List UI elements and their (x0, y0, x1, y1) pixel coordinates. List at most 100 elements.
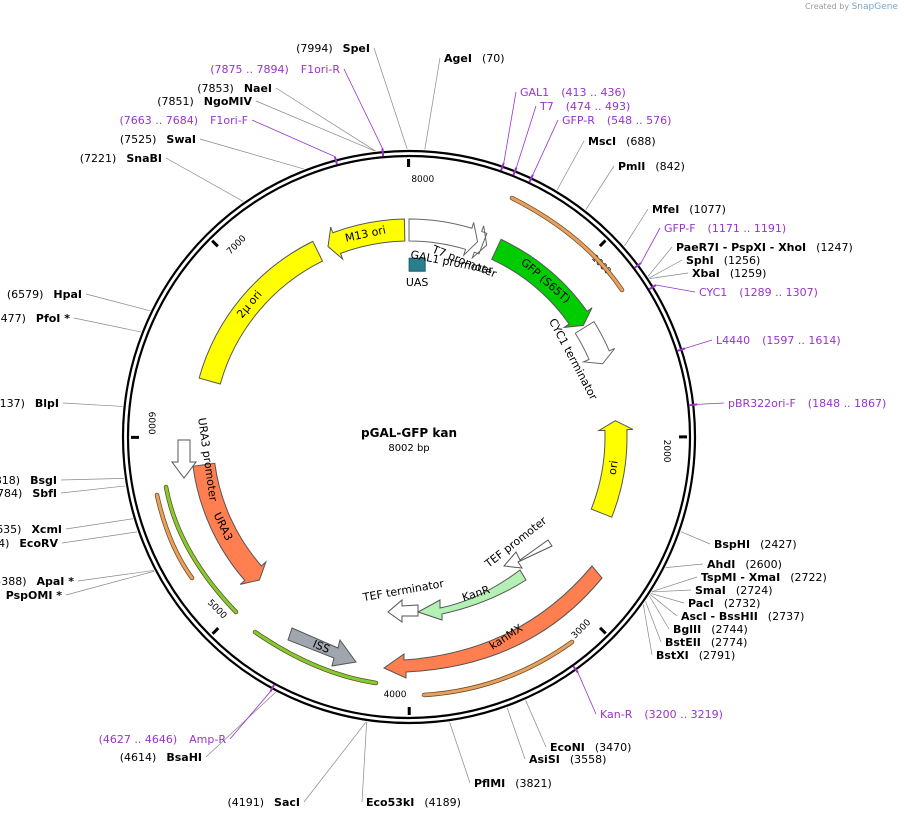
enzyme-position: (7994) (296, 42, 333, 55)
enzyme-site: (6477)PfoI * (0, 312, 70, 325)
enzyme-site: SphI(1256) (686, 254, 760, 267)
uas-label: UAS (406, 276, 429, 289)
primer-site: (7663 .. 7684)F1ori-F (120, 114, 249, 127)
enzyme-leader-line (586, 166, 614, 210)
enzyme-leader-line (425, 58, 440, 149)
primer-range: (7875 .. 7894) (210, 63, 289, 76)
enzyme-position: (5388) (0, 575, 27, 588)
enzyme-site: XbaI (1259) (692, 267, 766, 280)
primer-site-tick (678, 348, 686, 350)
enzyme-name: NgoMIV (204, 95, 253, 108)
enzyme-site: (7525) SwaI (120, 133, 196, 146)
enzyme-leader-line (304, 722, 366, 802)
plasmid-size: 8002 bp (388, 443, 429, 454)
enzyme-site: Eco53kI(4189) (366, 796, 461, 809)
primer-site: CYC1(1289 .. 1307) (699, 286, 818, 299)
primer-leader-line (641, 228, 660, 263)
enzyme-leader-line (256, 101, 375, 151)
enzyme-name: XbaI (692, 267, 720, 280)
enzyme-leader-line (200, 139, 304, 169)
primer-leader-line (504, 92, 516, 163)
enzyme-name: SmaI (695, 584, 726, 597)
enzyme-name: AgeI (444, 52, 472, 65)
primer-name: Amp-R (189, 733, 226, 746)
plasmid-name: pGAL-GFP kan (361, 426, 457, 440)
enzyme-position: (4191) (227, 796, 264, 809)
enzyme-position: (842) (655, 160, 685, 173)
tick-label: 4000 (384, 690, 407, 700)
enzyme-name: AhdI (707, 558, 735, 571)
enzyme-leader-line (74, 318, 141, 332)
primer-range: (3200 .. 3219) (644, 708, 723, 721)
enzyme-leader-line (625, 209, 648, 246)
enzyme-site: (5784) SbfI (0, 487, 57, 500)
enzyme-site: (6137)BlpI (0, 397, 59, 410)
enzyme-site: (4191) SacI (227, 796, 300, 809)
primer-site: L4440 (1597 .. 1614) (716, 334, 841, 347)
enzyme-name: SbfI (32, 487, 57, 500)
enzyme-name: PacI (688, 597, 714, 610)
primer-site: GFP-F(1171 .. 1191) (664, 222, 786, 235)
enzyme-extra: - XmaI (737, 571, 781, 584)
enzyme-site: BglII(2744) (673, 623, 748, 636)
primer-name: F1ori-R (301, 63, 341, 76)
enzyme-site: AhdI(2600) (707, 558, 782, 571)
primer-range: (413 .. 436) (561, 86, 626, 99)
enzyme-position: (7525) (120, 133, 157, 146)
primer-site-tick (335, 157, 337, 165)
enzyme-leader-line (507, 708, 525, 759)
primer-name: T7 (539, 100, 554, 113)
primer-leader-line (656, 285, 695, 292)
primer-range: (548 .. 576) (607, 114, 672, 127)
primer-range: (4627 .. 4646) (99, 733, 178, 746)
enzyme-site: AscI - BssHII(2737) (681, 610, 804, 623)
enzyme-leader-line (66, 519, 133, 529)
primer-leader-line (230, 692, 270, 739)
enzyme-site: (7851)NgoMIV (157, 95, 252, 108)
enzyme-site: PacI (2732) (688, 597, 760, 610)
enzyme-position: (7853) (197, 82, 234, 95)
enzyme-position: (2427) (760, 538, 797, 551)
enzyme-leader-line (651, 593, 684, 603)
tef-terminator-arrow (388, 600, 418, 622)
enzyme-position: (1259) (730, 267, 767, 280)
enzyme-leader-line (650, 273, 688, 279)
enzyme-site: (5574)EcoRV (0, 537, 58, 550)
enzyme-position: (2732) (724, 597, 761, 610)
enzyme-site: PaeR7I - PspXI - XhoI(1247) (676, 241, 853, 254)
enzyme-position: (1256) (724, 254, 761, 267)
enzyme-position: (5818) (0, 474, 20, 487)
enzyme-site: (5384)PspOMI * (0, 589, 62, 602)
enzyme-site: (7853)NaeI (197, 82, 272, 95)
feature-label: GFP (S65T) (518, 256, 573, 306)
primer-range: (1597 .. 1614) (762, 334, 841, 347)
primer-site: (7875 .. 7894) F1ori-R (210, 63, 340, 76)
enzyme-name: SnaBI (126, 152, 162, 165)
enzyme-site: BstXI(2791) (656, 649, 735, 662)
primer-leader-line (578, 673, 596, 714)
enzyme-name: ApaI * (37, 575, 75, 588)
enzyme-site: (5635)XcmI (0, 523, 62, 536)
primer-range: (474 .. 493) (566, 100, 631, 113)
enzyme-name: EcoNI (550, 741, 585, 754)
enzyme-name: EcoRV (19, 537, 58, 550)
enzyme-name: PflMI (474, 777, 505, 790)
enzyme-leader-line (666, 564, 703, 568)
enzyme-name: SacI (274, 796, 300, 809)
enzyme-name: SwaI (166, 133, 196, 146)
enzyme-position: (70) (482, 52, 505, 65)
tick-mark (212, 241, 218, 247)
enzyme-position: (5784) (0, 487, 22, 500)
enzyme-name: PmlI (618, 160, 645, 173)
tick-label: 8000 (411, 175, 434, 185)
enzyme-leader-line (649, 596, 669, 629)
feature-label: ori (606, 460, 621, 476)
enzyme-position: (6137) (0, 397, 25, 410)
primer-name: L4440 (716, 334, 750, 347)
tick-mark (600, 628, 606, 634)
enzyme-leader-line (652, 590, 691, 592)
enzyme-leader-line (450, 722, 470, 783)
primer-range: (1171 .. 1191) (708, 222, 787, 235)
